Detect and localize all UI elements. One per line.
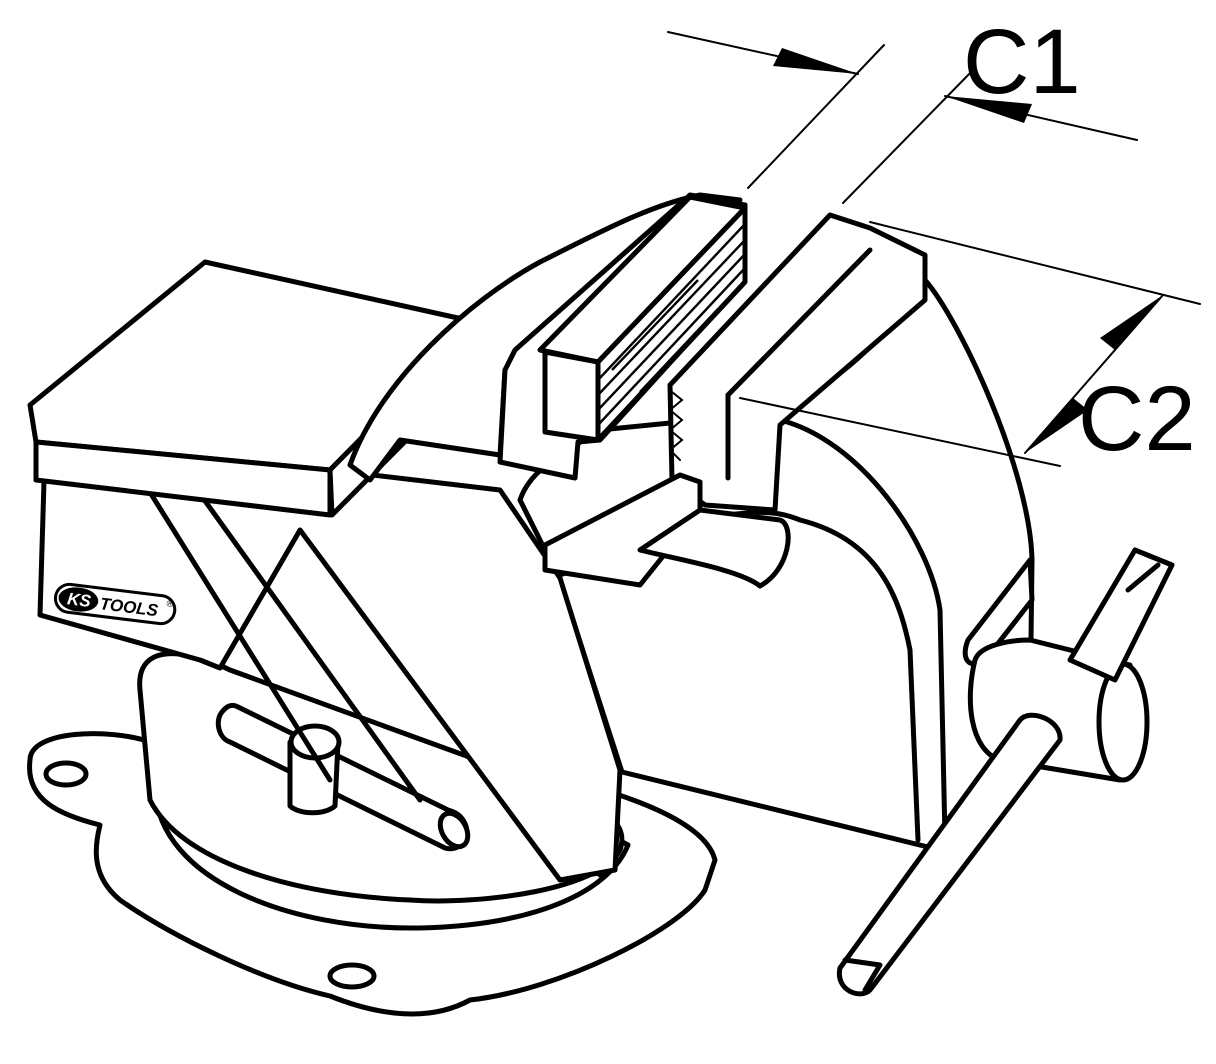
swivel-lock-handle [215, 702, 471, 852]
c1-label: C1 [963, 11, 1081, 113]
jaw-serration-hatch [597, 223, 746, 437]
lock-nut [287, 739, 341, 816]
c2-arrow-bottom [1025, 398, 1088, 453]
c1-arrow-left [773, 48, 858, 74]
sliding-beam-end [637, 507, 791, 589]
c2-label: C2 [1078, 368, 1196, 470]
lock-handle-end [437, 810, 471, 850]
mounting-hole-left [43, 760, 89, 788]
front-jaw-insert-serrated [595, 205, 748, 443]
c2-arrow-top [1100, 295, 1163, 350]
c1-extension-left [747, 44, 885, 189]
handle-lower [836, 712, 1063, 997]
rear-jaw-serration [668, 391, 684, 461]
movable-body-edge-2 [187, 477, 423, 803]
rear-body-arch-inner [777, 417, 948, 841]
movable-jaw-assembly [27, 192, 791, 883]
handle-upper-tip [1125, 562, 1161, 593]
spindle-assembly [836, 547, 1175, 997]
spindle-end-cap [1096, 661, 1150, 783]
ks-tools-logo: KS TOOLS ® [53, 582, 177, 626]
c2-extension-top [869, 221, 1201, 305]
c1-extension-right [842, 67, 976, 204]
rear-jaw-edge [725, 247, 873, 398]
c1-arrow-right [945, 96, 1032, 123]
handle-upper [1067, 547, 1175, 683]
logo-ks-oval [58, 587, 99, 612]
mounting-hole-front [327, 962, 377, 990]
handle-lower-tip [842, 957, 883, 993]
c2-extension-bottom [739, 397, 1061, 467]
dimension-c1: C1 [667, 11, 1138, 204]
logo-ks-text: KS [66, 589, 92, 611]
dimension-c2: C2 [739, 221, 1201, 470]
movable-body [37, 445, 623, 883]
logo-registered-mark: ® [166, 598, 174, 609]
front-jaw-insert-face [542, 349, 601, 443]
movable-body-edge [133, 467, 333, 783]
